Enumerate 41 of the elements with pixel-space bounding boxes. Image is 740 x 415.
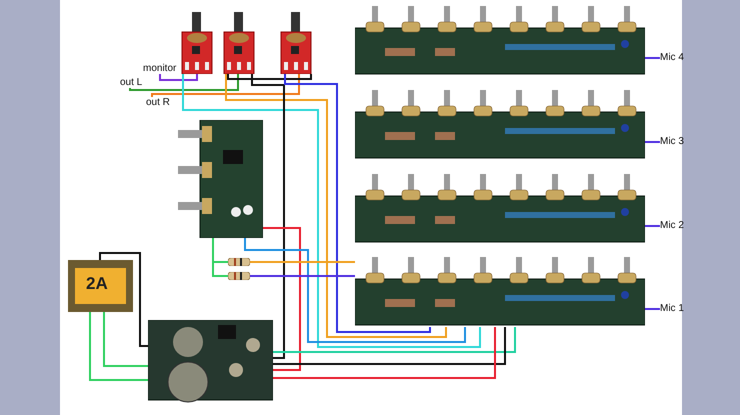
resistor-drawing xyxy=(228,272,250,280)
potentiometer-module-drawing xyxy=(222,12,256,74)
tone-control-board-drawing xyxy=(178,120,263,238)
wire xyxy=(244,238,466,343)
wire-label: out R xyxy=(146,97,170,108)
resistor-drawing xyxy=(228,258,250,266)
mixer-board-drawing xyxy=(355,255,645,327)
wire xyxy=(645,308,660,310)
mixer-board-drawing xyxy=(355,172,645,244)
wire xyxy=(129,74,239,91)
wire xyxy=(284,74,431,333)
wire-label: Mic 4 xyxy=(660,52,684,63)
wire-label: out L xyxy=(120,77,142,88)
wire xyxy=(273,327,496,379)
wire xyxy=(250,261,355,263)
wire-label: Mic 2 xyxy=(660,220,684,231)
wire-label: monitor xyxy=(143,63,176,74)
wire xyxy=(645,225,660,227)
wire xyxy=(250,275,355,277)
potentiometer-module-drawing xyxy=(180,12,214,74)
wire-label: Mic 1 xyxy=(660,303,684,314)
rating-label: 2A xyxy=(86,274,108,294)
wire xyxy=(263,227,301,371)
mixer-board-drawing xyxy=(355,4,645,76)
wire xyxy=(645,141,660,143)
wire xyxy=(251,74,285,359)
wire xyxy=(212,238,228,277)
wire xyxy=(225,74,447,338)
wire xyxy=(89,312,148,381)
wire-label: Mic 3 xyxy=(660,136,684,147)
wire xyxy=(227,74,312,80)
wire xyxy=(99,252,148,347)
wire xyxy=(273,327,516,353)
wire xyxy=(159,74,198,81)
wire xyxy=(182,74,481,348)
wire xyxy=(103,312,148,367)
mixer-board-drawing xyxy=(355,88,645,160)
potentiometer-module-drawing xyxy=(279,12,313,74)
wire xyxy=(151,74,300,97)
wire xyxy=(273,327,506,365)
wire xyxy=(645,57,660,59)
